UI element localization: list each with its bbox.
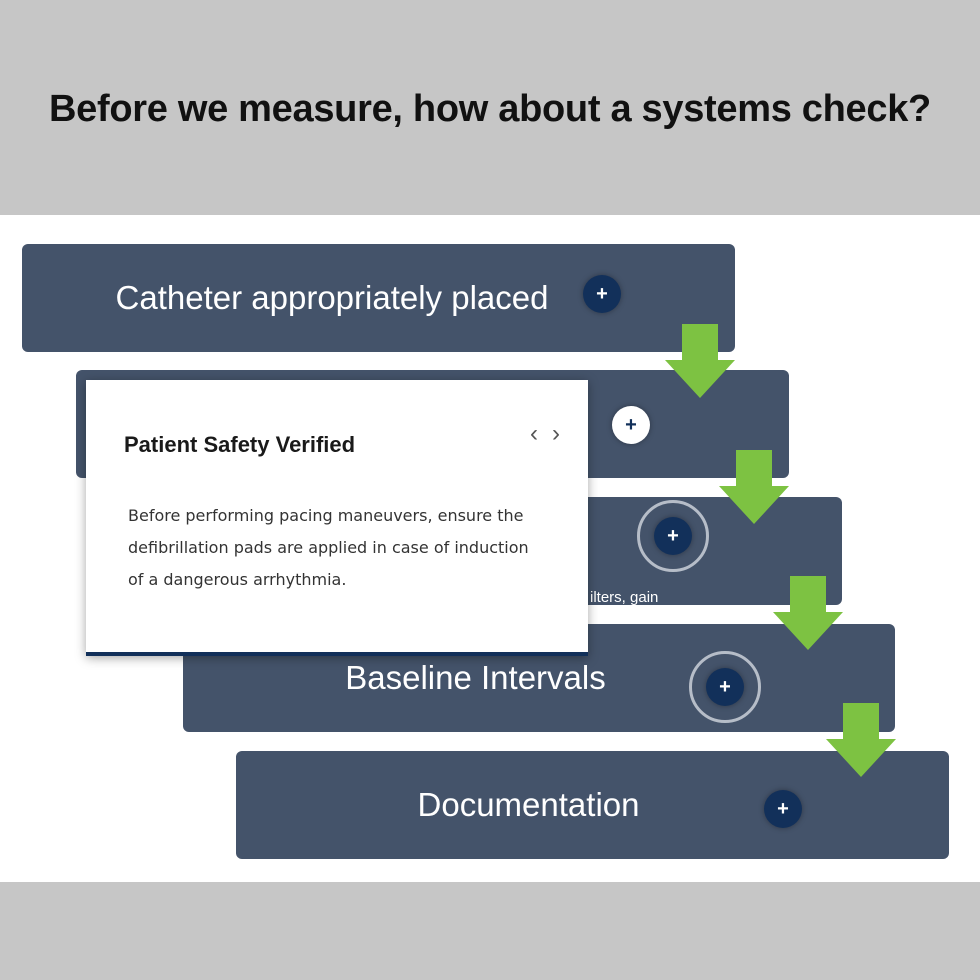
step-sub-label: ilters, gain — [590, 589, 659, 606]
down-arrow-icon — [719, 450, 789, 524]
info-popup: Patient Safety Verified ‹ › Before perfo… — [86, 380, 588, 656]
step-label: Documentation — [417, 786, 640, 823]
expand-plus-icon[interactable]: + — [583, 275, 621, 313]
step-catheter-placed[interactable]: Catheter appropriately placed + — [22, 244, 735, 352]
expand-plus-icon[interactable]: + — [654, 517, 692, 555]
chevron-left-icon[interactable]: ‹ — [530, 420, 538, 447]
down-arrow-icon — [665, 324, 735, 398]
popup-nav: ‹ › — [530, 420, 560, 448]
popup-title: Patient Safety Verified — [124, 432, 356, 457]
step-label: Baseline Intervals — [345, 659, 606, 696]
page-title: Before we measure, how about a systems c… — [49, 88, 931, 130]
header: Before we measure, how about a systems c… — [0, 0, 980, 215]
expand-plus-icon[interactable]: + — [706, 668, 744, 706]
step-label: Catheter appropriately placed — [115, 279, 549, 316]
focus-ring — [689, 651, 761, 723]
down-arrow-icon — [773, 576, 843, 650]
popup-body: Before performing pacing maneuvers, ensu… — [128, 506, 529, 589]
focus-ring — [637, 500, 709, 572]
step-documentation[interactable]: Documentation + — [236, 751, 949, 859]
expand-plus-icon[interactable]: + — [764, 790, 802, 828]
chevron-right-icon[interactable]: › — [552, 420, 560, 447]
down-arrow-icon — [826, 703, 896, 777]
footer — [0, 882, 980, 980]
expand-plus-icon[interactable]: + — [612, 406, 650, 444]
